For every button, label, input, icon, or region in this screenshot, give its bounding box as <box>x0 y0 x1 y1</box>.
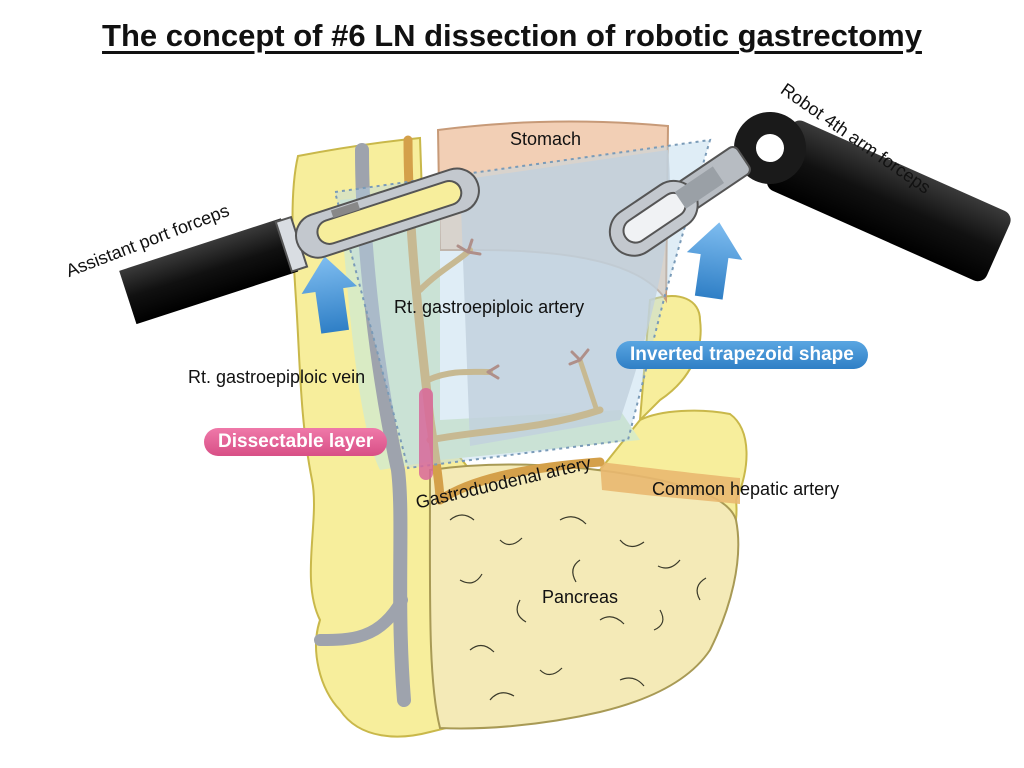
dissectable-layer-callout: Dissectable layer <box>204 428 388 456</box>
common-hepatic-artery <box>600 462 740 504</box>
artery-branch-3 <box>426 406 604 444</box>
vessel-tips <box>456 238 590 380</box>
diagram-title: The concept of #6 LN dissection of robot… <box>102 18 922 53</box>
robot-forceps-jaw <box>608 145 751 257</box>
stomach-label: Stomach <box>510 129 582 149</box>
artery-branch-2 <box>425 368 493 383</box>
pancreas-texture <box>449 514 707 701</box>
pancreas-label: Pancreas <box>542 587 619 607</box>
inverted-trapezoid-callout: Inverted trapezoid shape <box>616 341 868 369</box>
vein-branch <box>314 594 408 646</box>
rgev-label: Rt. gastroepiploic vein <box>188 367 366 387</box>
forceps-icon <box>734 112 1011 282</box>
artery-branch-4 <box>577 357 599 411</box>
up-arrow-icon <box>301 256 358 334</box>
forceps-icon <box>119 167 480 325</box>
gastroduodenal-artery <box>435 457 605 505</box>
cha-label: Common hepatic artery <box>652 479 840 499</box>
rgea-label: Rt. gastroepiploic artery <box>394 297 585 317</box>
up-arrow-icon <box>686 222 743 300</box>
dissectable-layer-bar <box>419 388 433 480</box>
